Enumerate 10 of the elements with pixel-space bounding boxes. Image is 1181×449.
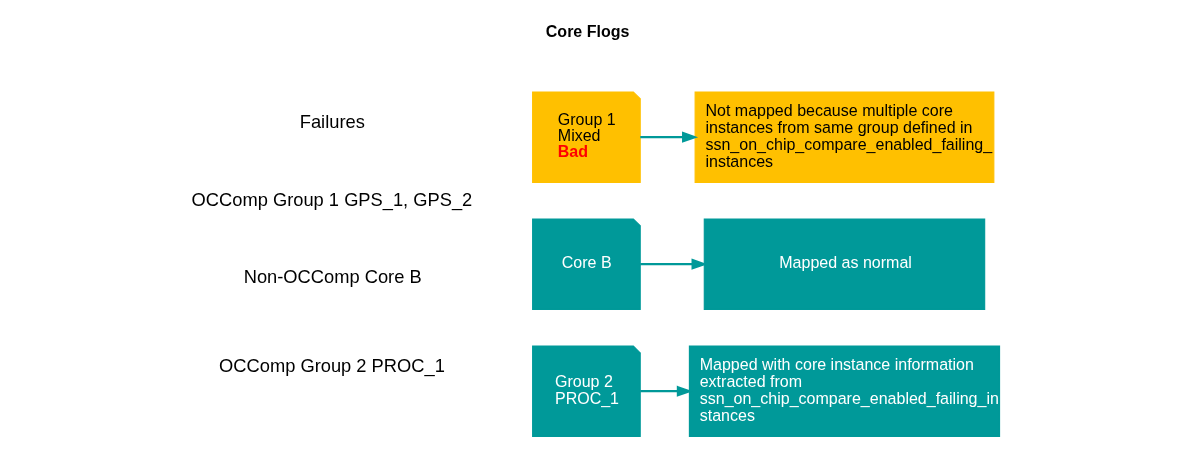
- label: Core Flogs: [545, 21, 629, 40]
- node-box: Not mapped because multiple core instances from same group defined in ssn_on_chip_compare_enabled_failing_ instances: [694, 90, 994, 183]
- label: Non-OCComp Core B: [243, 265, 422, 287]
- node-box: Mapped as normal: [703, 217, 985, 310]
- arrow: [639, 258, 708, 270]
- label: Failures: [299, 110, 365, 132]
- label: OCComp Group 1 GPS_1, GPS_2: [191, 188, 472, 210]
- label: OCComp Group 2 PROC_1: [218, 354, 445, 376]
- node-box: Mapped with core instance information extracted from ssn_on_chip_compare_enabled_failing_in stances: [688, 344, 1000, 437]
- arrow: [639, 131, 698, 143]
